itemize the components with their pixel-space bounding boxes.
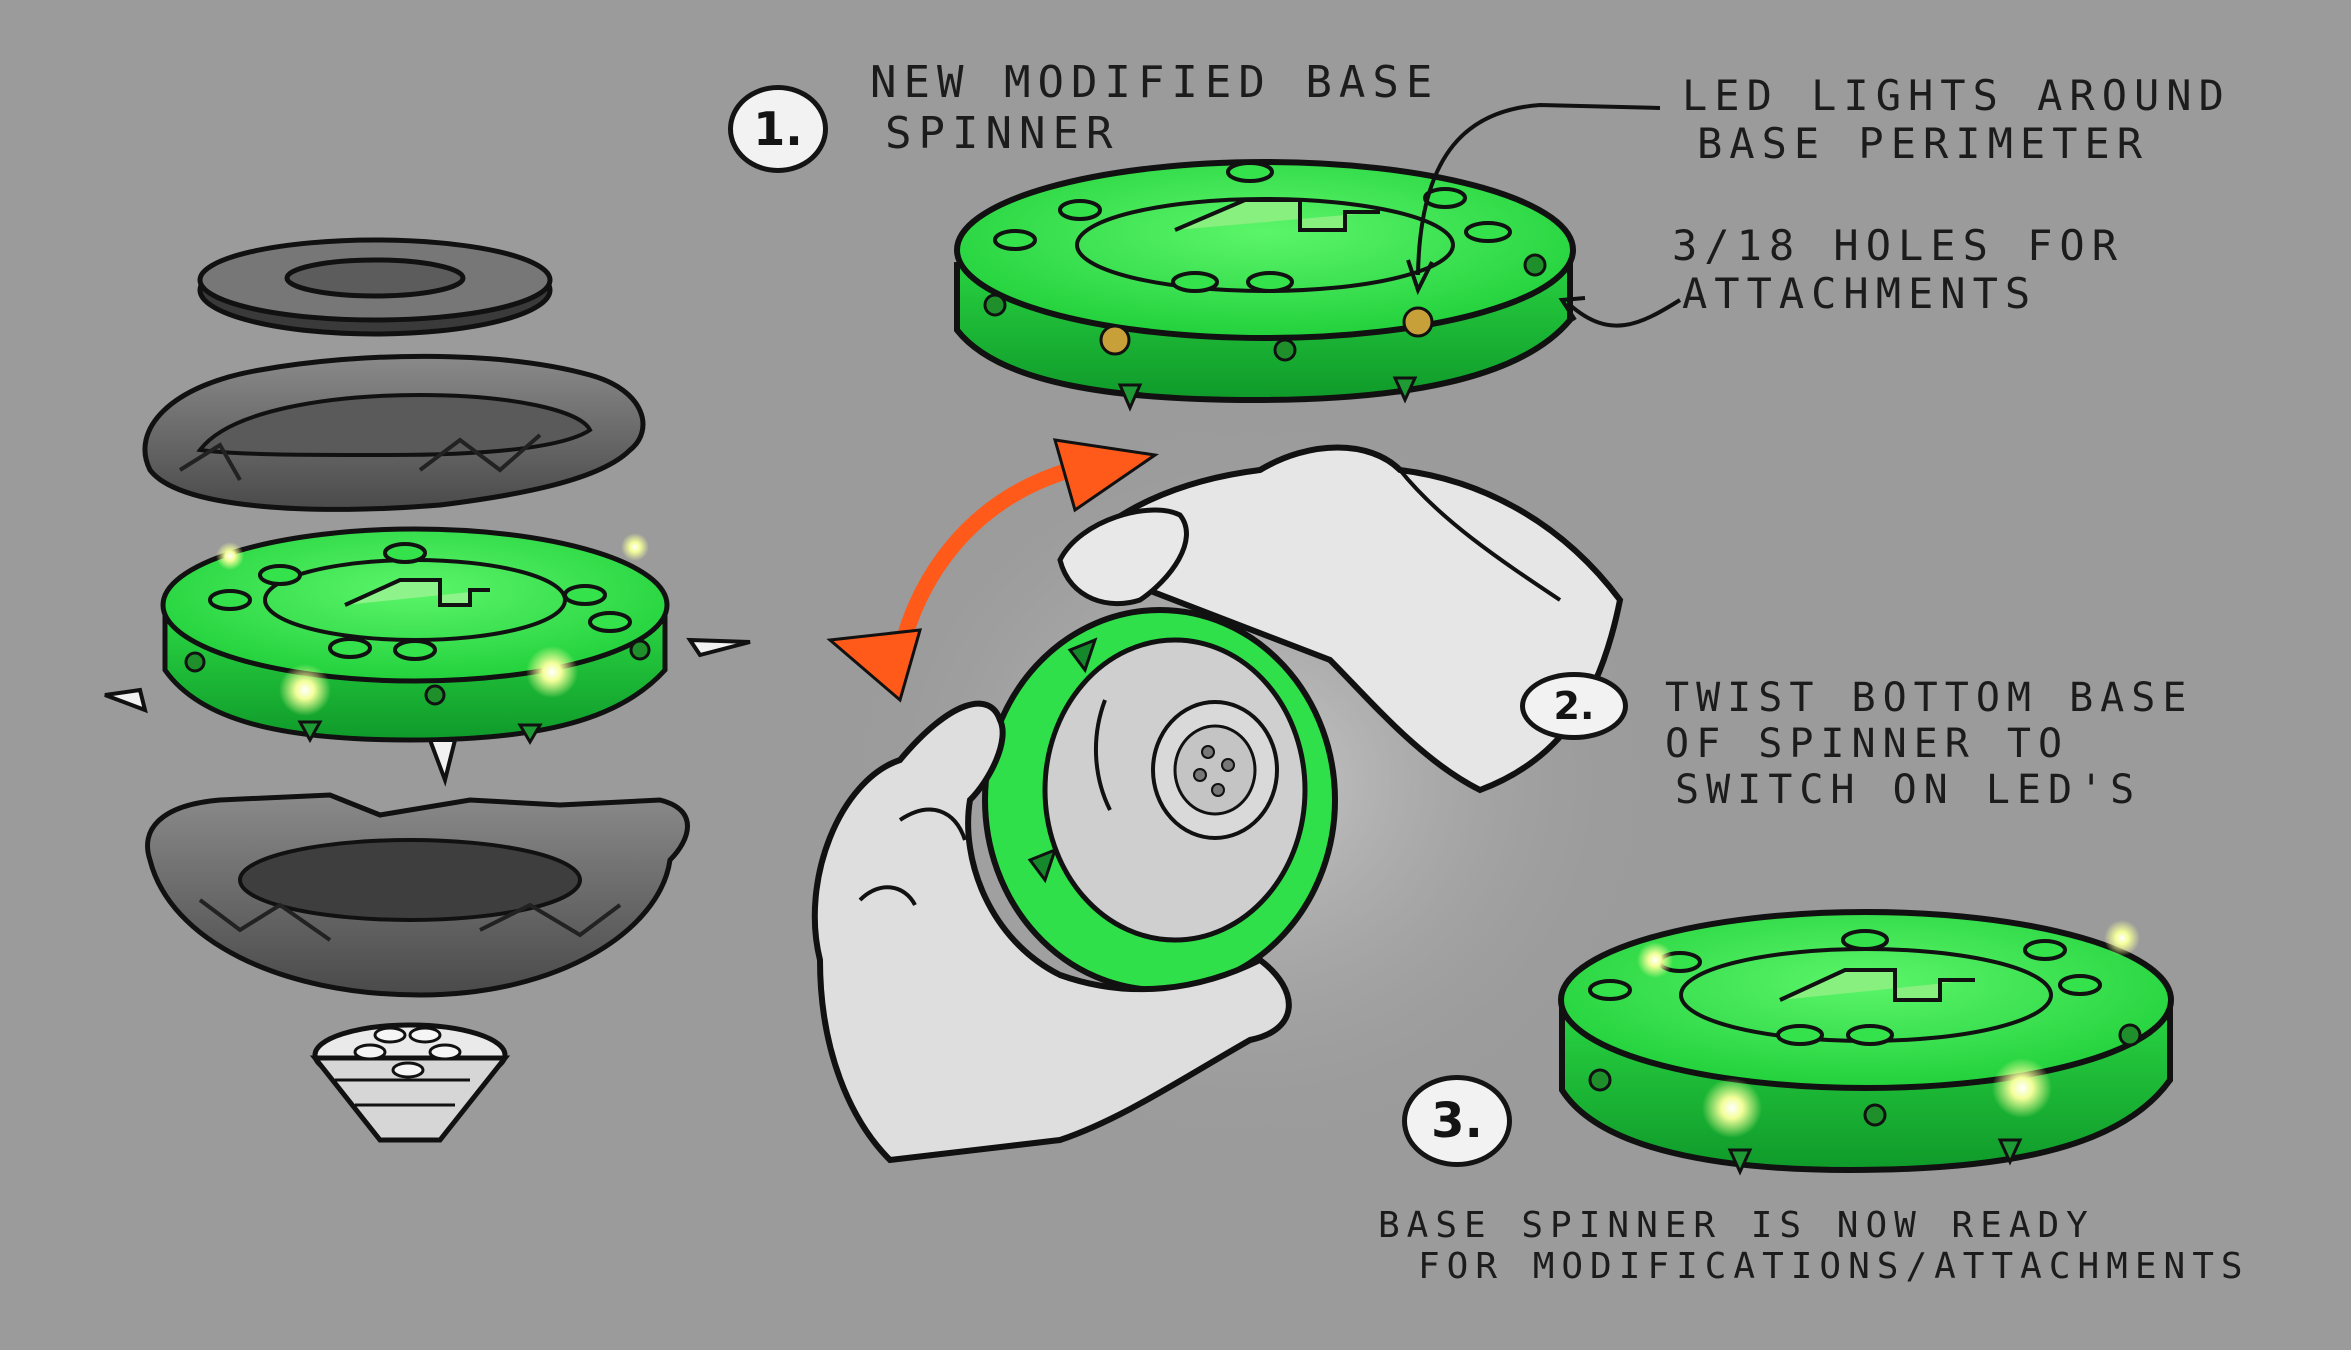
step-2-caption: TWIST BOTTOM BASE OF SPINNER TO SWITCH O…	[1665, 675, 2193, 813]
step-2-line-2: OF SPINNER TO	[1665, 721, 2193, 767]
exploded-stack	[105, 240, 750, 1140]
led-callout-line-1: LED LIGHTS AROUND	[1682, 72, 2231, 120]
holes-callout-arrow	[1570, 300, 1680, 326]
spinner-ready	[1561, 912, 2171, 1172]
rock-ring	[145, 356, 643, 509]
rock-crater	[148, 795, 688, 995]
holes-callout-line-1: 3/18 HOLES FOR	[1672, 222, 2124, 270]
step-3-line-1: BASE SPINNER IS NOW READY	[1378, 1205, 2250, 1246]
step-3-caption: BASE SPINNER IS NOW READY FOR MODIFICATI…	[1378, 1205, 2250, 1288]
led-callout-line-2: BASE PERIMETER	[1697, 120, 2231, 168]
step-1-caption: NEW MODIFIED BASE SPINNER	[870, 58, 1439, 159]
twisting-hand	[815, 400, 1670, 1160]
step-1-badge: 1.	[728, 85, 828, 173]
step-2-badge: 2.	[1520, 672, 1628, 740]
step-1-line-1: NEW MODIFIED BASE	[870, 58, 1439, 109]
step-2-line-3: SWITCH ON LED'S	[1675, 767, 2193, 813]
performance-tip	[315, 1025, 505, 1140]
step-3-badge: 3.	[1402, 1075, 1512, 1167]
step-3-line-2: FOR MODIFICATIONS/ATTACHMENTS	[1418, 1246, 2250, 1287]
washer-ring	[200, 240, 550, 334]
spinner-lit-small	[105, 529, 750, 780]
step-2-line-1: TWIST BOTTOM BASE	[1665, 675, 2193, 721]
led-callout: LED LIGHTS AROUND BASE PERIMETER	[1682, 72, 2231, 169]
holes-callout: 3/18 HOLES FOR ATTACHMENTS	[1672, 222, 2124, 319]
holes-callout-line-2: ATTACHMENTS	[1682, 270, 2124, 318]
step-1-line-2: SPINNER	[885, 109, 1439, 160]
spinner-new-base	[957, 162, 1573, 408]
